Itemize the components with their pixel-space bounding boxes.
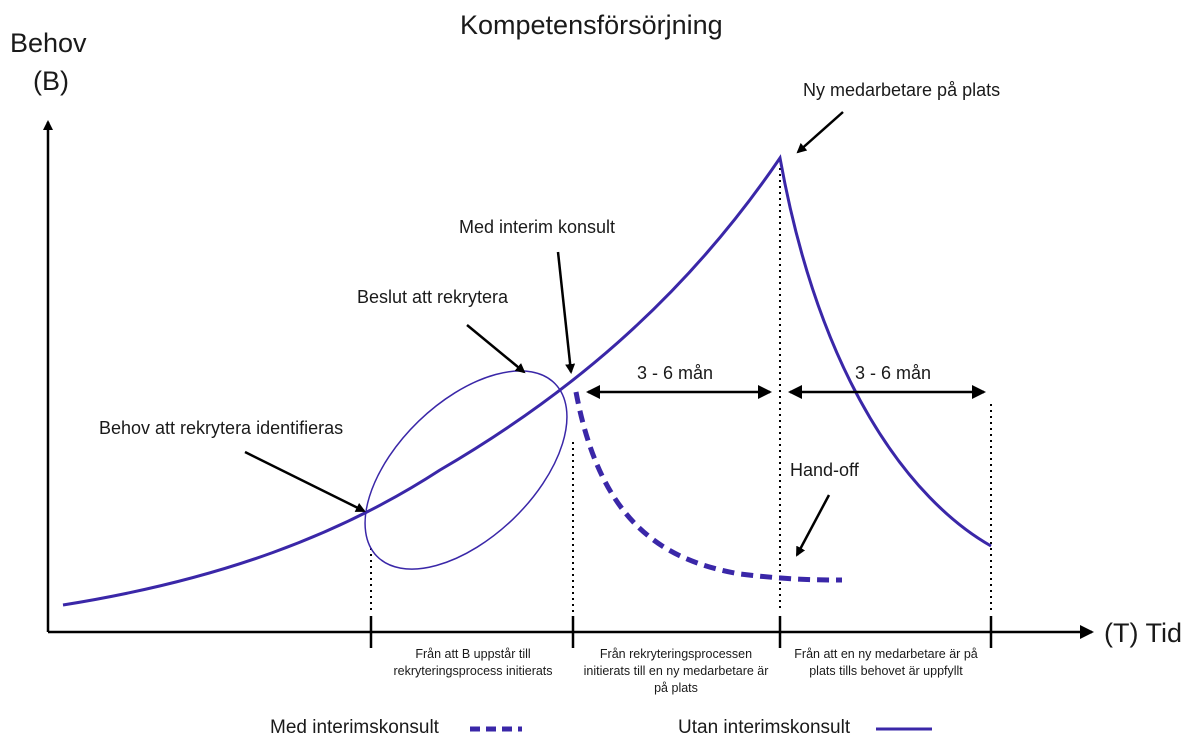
decision-area-ellipse [364, 370, 568, 570]
phase-label-2: Från rekryteringsprocessen initierats ti… [583, 647, 769, 695]
annotation-ny-medarbetare: Ny medarbetare på plats [803, 80, 1001, 100]
legend-med-interimskonsult: Med interimskonsult [270, 717, 439, 738]
chart-title: Kompetensförsörjning [460, 10, 723, 40]
span-label-2: 3 - 6 mån [855, 363, 932, 383]
annotation-hand-off: Hand-off [790, 460, 859, 480]
phase-label-3: Från att en ny medarbetare är på plats t… [794, 647, 978, 678]
annotation-arrows [244, 111, 844, 557]
curve-med-interimskonsult [573, 391, 843, 583]
y-axis-label-line2: (B) [33, 66, 69, 96]
curve-utan-interimskonsult [62, 154, 992, 607]
x-axis-label: (T) Tid [1104, 618, 1182, 648]
annotation-behov-identifieras: Behov att rekrytera identifieras [99, 418, 344, 438]
guide-lines [370, 168, 992, 612]
phase-label-1: Från att B uppstår till rekryteringsproc… [393, 647, 553, 678]
y-axis-label-line1: Behov [10, 28, 87, 58]
legend-utan-interimskonsult: Utan interimskonsult [678, 717, 851, 738]
span-label-1: 3 - 6 mån [637, 363, 714, 383]
annotation-med-interim: Med interim konsult [459, 217, 616, 237]
annotation-beslut: Beslut att rekrytera [357, 287, 509, 307]
